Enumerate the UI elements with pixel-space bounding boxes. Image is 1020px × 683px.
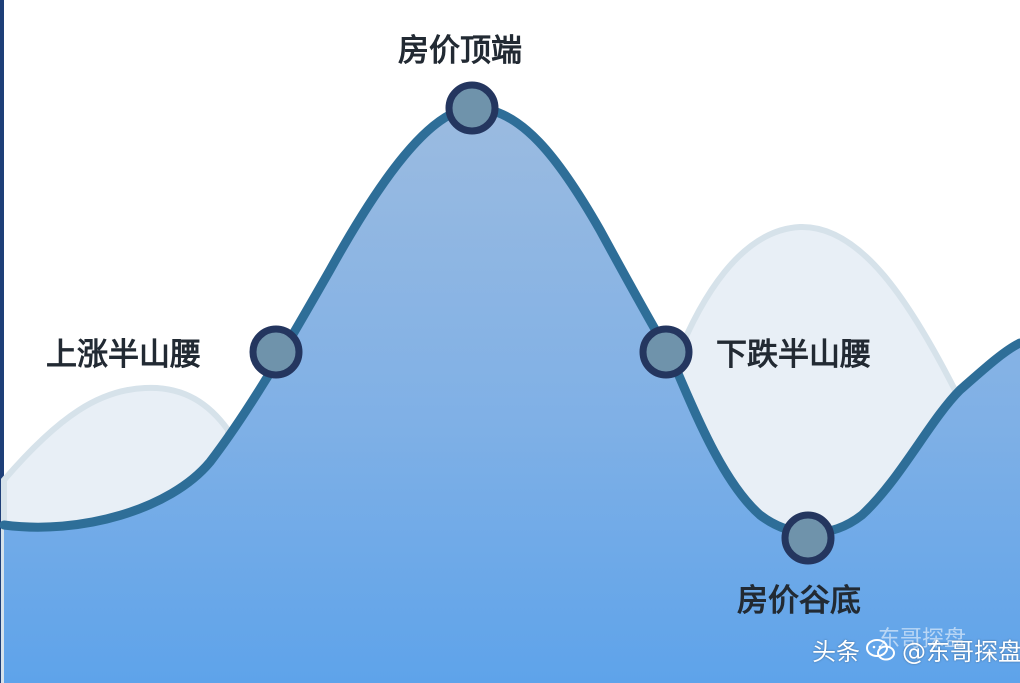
label-price-valley: 房价谷底 bbox=[737, 583, 861, 619]
node-peak bbox=[445, 81, 499, 135]
watermark-handle: @东哥探盘 bbox=[902, 638, 1020, 666]
label-rising-mid: 上涨半山腰 bbox=[46, 337, 201, 373]
wechat-icon bbox=[866, 638, 895, 660]
price-curve-line bbox=[0, 103, 1020, 538]
label-falling-mid: 下跌半山腰 bbox=[716, 337, 871, 373]
left-edge-border bbox=[0, 0, 4, 683]
label-price-peak: 房价顶端 bbox=[398, 33, 522, 69]
node-rising-mid bbox=[249, 325, 303, 379]
node-falling-mid bbox=[639, 325, 693, 379]
price-curve-area bbox=[4, 107, 1020, 683]
watermark: 头条 @东哥探盘 bbox=[812, 632, 1020, 667]
watermark-source: 头条 bbox=[812, 638, 860, 666]
node-valley bbox=[781, 511, 835, 565]
